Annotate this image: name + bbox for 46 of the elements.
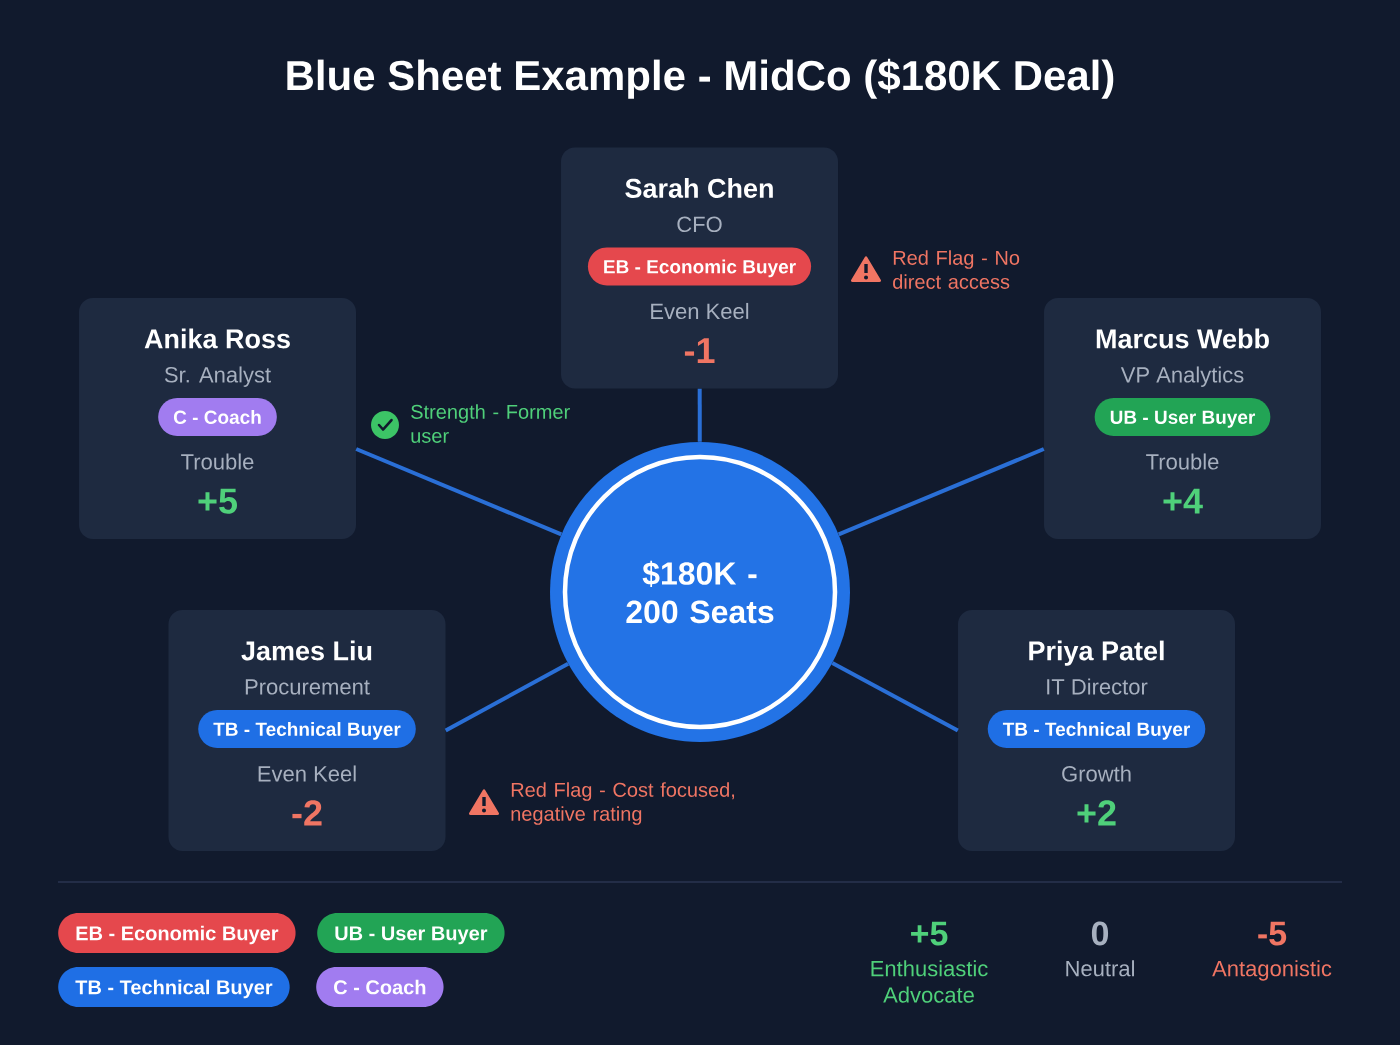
mode-label: Trouble — [181, 453, 254, 470]
mode-label: Even Keel — [651, 302, 749, 320]
role-badge: UB - User Buyer — [1094, 398, 1271, 436]
person-name: Sarah Chen — [625, 178, 773, 198]
connector-line — [355, 447, 563, 537]
annotation-text: Strength - Former user — [411, 404, 570, 443]
legend-pill: TB - Technical Buyer — [58, 967, 290, 1007]
person-card — [79, 298, 356, 539]
rating-score: -2 — [292, 800, 322, 826]
mode-label: Growth — [1062, 765, 1131, 782]
rating-score: +2 — [1077, 800, 1116, 826]
scale-score: 0 — [1091, 921, 1109, 946]
connector-line — [444, 662, 570, 733]
legend-pill: UB - User Buyer — [317, 913, 505, 953]
mode-label: Trouble — [1146, 453, 1219, 470]
rating-score: +5 — [198, 488, 237, 514]
annotation-text: Red Flag - Cost focused, negative rating — [511, 782, 735, 825]
person-name: Priya Patel — [1029, 640, 1164, 666]
job-title: VP Analytics — [1120, 366, 1244, 387]
annotation-text: Red Flag - No direct access — [893, 250, 1020, 289]
scale-label: Neutral — [1066, 960, 1134, 977]
mode-label: Even Keel — [258, 765, 356, 782]
scale-label: Enthusiastic Advocate — [871, 960, 988, 1003]
scale-score: -5 — [1258, 921, 1287, 946]
person-name: Anika Ross — [144, 328, 290, 349]
role-badge: TB - Technical Buyer — [198, 710, 416, 748]
rating-score: -1 — [684, 338, 715, 363]
person-name: Marcus Webb — [1096, 328, 1269, 349]
person-card — [1044, 298, 1321, 539]
job-title: Procurement — [245, 679, 370, 695]
scale-label: Antagonistic — [1212, 960, 1332, 981]
job-title: Sr. Analyst — [164, 366, 271, 387]
connector-line — [697, 388, 702, 442]
connector-line — [831, 661, 959, 733]
rating-score: +4 — [1163, 488, 1203, 514]
legend-pill: C - Coach — [316, 967, 444, 1007]
job-title: CFO — [677, 216, 722, 233]
person-name: James Liu — [241, 640, 372, 661]
legend-pill: EB - Economic Buyer — [58, 913, 296, 953]
job-title: IT Director — [1047, 678, 1148, 695]
title: Blue Sheet Example - MidCo ($180K Deal) — [287, 58, 1114, 99]
scale-score: +5 — [911, 921, 948, 946]
role-badge: TB - Technical Buyer — [987, 710, 1206, 748]
role-badge: EB - Economic Buyer — [587, 247, 812, 286]
connector-line — [837, 447, 1045, 537]
role-badge: C - Coach — [158, 398, 277, 436]
